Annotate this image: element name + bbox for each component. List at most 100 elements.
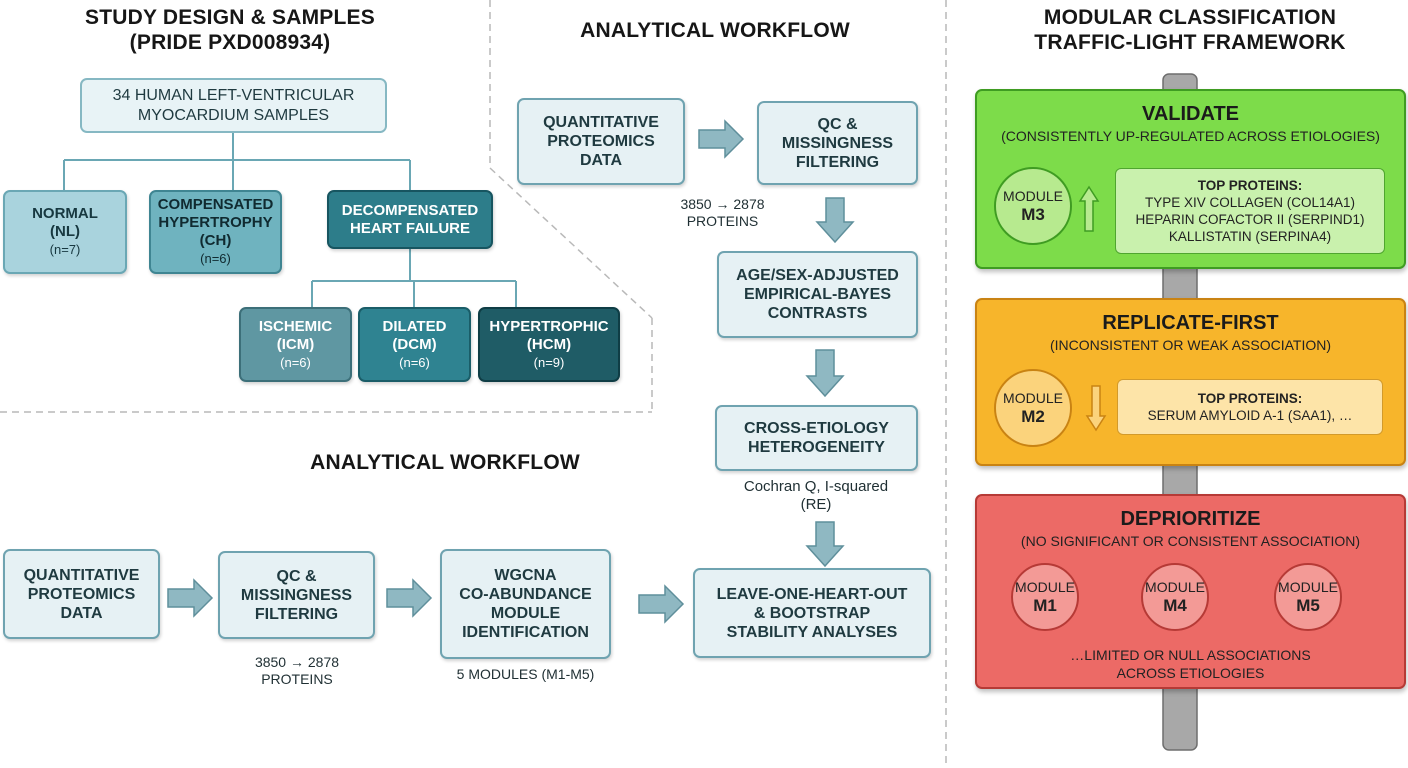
bqn-l1: 3850 → 2878 (254, 654, 340, 670)
bw-l4: IDENTIFICATION (462, 624, 589, 641)
bw-l1: WGCNA (494, 567, 557, 584)
deprioritize-title: DEPRIORITIZE (1120, 508, 1261, 530)
bqc-l2: MISSINGNESS (240, 586, 353, 604)
replicate-title: REPLICATE-FIRST (1102, 312, 1279, 334)
m1-label: MODULE (1015, 578, 1075, 595)
normal-line2: (NL) (50, 223, 80, 240)
module-m4-circle: MODULE M4 (1141, 563, 1209, 631)
module-m1-circle: MODULE M1 (1011, 563, 1079, 631)
normal-n: (n=7) (49, 242, 81, 257)
m5-id: M5 (1296, 595, 1320, 615)
divider-diagonal (489, 167, 653, 319)
bl-l1: LEAVE-ONE-HEART-OUT (716, 585, 908, 603)
bottom-qc-box: QC & MISSINGNESS FILTERING (218, 551, 375, 639)
hcm-n: (n=9) (533, 354, 565, 370)
arrow-het-to-loo (805, 521, 845, 568)
bq-l1: QUANTITATIVE (23, 566, 140, 584)
group-hypertrophic: HYPERTROPHIC (HCM) (n=9) (478, 307, 620, 382)
arrow-up-icon (1078, 185, 1100, 232)
bq-l2: PROTEOMICS (27, 585, 136, 603)
arrow-bottom-quant-to-qc (167, 578, 214, 618)
deprioritize-note: …LIMITED OR NULL ASSOCIATIONS ACROSS ETI… (977, 646, 1404, 682)
ch-line1: COMPENSATED (157, 196, 274, 213)
group-decompensated-heart-failure: DECOMPENSATED HEART FAILURE (327, 190, 493, 249)
tree-connectors (63, 133, 517, 307)
study-title-line1: STUDY DESIGN & SAMPLES (85, 6, 375, 29)
icm-line1: ISCHEMIC (258, 317, 333, 335)
fw-title-l1: MODULAR CLASSIFICATION (1043, 6, 1337, 29)
replicate-subtitle: (INCONSISTENT OR WEAK ASSOCIATION) (1049, 337, 1332, 353)
bl-l2: & BOOTSTRAP (753, 604, 871, 622)
m4-label: MODULE (1145, 578, 1205, 595)
arrow-down-icon (1085, 385, 1107, 432)
hcm-line2: (HCM) (526, 335, 572, 353)
workflow-bottom-title: ANALYTICAL WORKFLOW (310, 451, 580, 474)
tqn-l2: PROTEINS (686, 213, 759, 229)
dep-note-l1: …LIMITED OR NULL ASSOCIATIONS (1070, 647, 1311, 663)
dcm-n: (n=6) (399, 354, 430, 370)
m2-label: MODULE (1003, 389, 1063, 406)
replicate-top-proteins: TOP PROTEINS: SERUM AMYLOID A-1 (SAA1), … (1117, 379, 1383, 435)
validate-protein-2: HEPARIN COFACTOR II (SERPIND1) (1135, 212, 1365, 227)
bl-l3: STABILITY ANALYSES (726, 623, 898, 641)
panel-deprioritize: DEPRIORITIZE (NO SIGNIFICANT OR CONSISTE… (975, 494, 1406, 689)
study-title-line2: (PRIDE PXD008934) (129, 31, 331, 54)
ch-n: (n=6) (200, 251, 231, 266)
tqc-l1: QC & (817, 115, 858, 133)
bottom-quant-box: QUANTITATIVE PROTEOMICS DATA (3, 549, 160, 639)
thn-l1: Cochran Q, I-squared (743, 478, 889, 495)
tqc-l3: FILTERING (795, 153, 880, 171)
replicate-tp-header: TOP PROTEINS: (1197, 391, 1303, 406)
samples-root-box: 34 HUMAN LEFT-VENTRICULAR MYOCARDIUM SAM… (80, 78, 387, 133)
ch-line3: (CH) (199, 232, 232, 249)
root-line1: 34 HUMAN LEFT-VENTRICULAR (112, 86, 355, 104)
bqc-l3: FILTERING (254, 605, 339, 623)
arrow-top-quant-to-qc (698, 119, 745, 159)
icm-n: (n=6) (280, 354, 311, 370)
module-m3-circle: MODULE M3 (994, 167, 1072, 245)
top-eb-box: AGE/SEX-ADJUSTED EMPIRICAL-BAYES CONTRAS… (717, 251, 918, 338)
tq-l2: PROTEOMICS (547, 133, 655, 150)
icm-line2: (ICM) (276, 335, 315, 353)
tq-l1: QUANTITATIVE (543, 114, 659, 131)
root-line2: MYOCARDIUM SAMPLES (137, 106, 330, 124)
arrow-wgcna-to-loo (638, 584, 685, 624)
fw-title-l2: TRAFFIC-LIGHT FRAMEWORK (1034, 31, 1346, 54)
module-m5-circle: MODULE M5 (1274, 563, 1342, 631)
validate-top-proteins: TOP PROTEINS: TYPE XIV COLLAGEN (COL14A1… (1115, 168, 1385, 254)
dep-note-l2: ACROSS ETIOLOGIES (1116, 665, 1265, 681)
arrow-bottom-qc-to-wgcna (386, 578, 433, 618)
m1-id: M1 (1033, 595, 1057, 615)
hcm-line1: HYPERTROPHIC (489, 317, 609, 335)
validate-title: VALIDATE (1141, 103, 1240, 125)
bottom-wgcna-note: 5 MODULES (M1-M5) (456, 666, 595, 682)
arrow-top-qc-to-eb (815, 197, 855, 244)
m2-id: M2 (1021, 406, 1045, 426)
tqc-l2: MISSINGNESS (781, 134, 894, 152)
normal-line1: NORMAL (32, 205, 98, 222)
m3-label: MODULE (1003, 187, 1063, 204)
dcm-line2: (DCM) (392, 335, 437, 353)
teb-l2: EMPIRICAL-BAYES (744, 286, 891, 303)
top-qc-box: QC & MISSINGNESS FILTERING (757, 101, 918, 185)
bw-l2: CO-ABUNDANCE (459, 586, 592, 603)
dhf-line1: DECOMPENSATED (341, 201, 479, 219)
validate-protein-1: TYPE XIV COLLAGEN (COL14A1) (1144, 195, 1356, 210)
bqc-l1: QC & (276, 567, 317, 585)
teb-l1: AGE/SEX-ADJUSTED (736, 267, 899, 284)
module-m2-circle: MODULE M2 (994, 369, 1072, 447)
top-het-note: Cochran Q, I-squared (RE) (718, 478, 914, 514)
deprioritize-subtitle: (NO SIGNIFICANT OR CONSISTENT ASSOCIATIO… (1020, 533, 1361, 549)
m3-id: M3 (1021, 204, 1045, 224)
tq-l3: DATA (579, 152, 623, 169)
panel-replicate-first: REPLICATE-FIRST (INCONSISTENT OR WEAK AS… (975, 298, 1406, 466)
validate-protein-3: KALLISTATIN (SERPINA4) (1168, 229, 1332, 244)
bottom-loo-box: LEAVE-ONE-HEART-OUT & BOOTSTRAP STABILIT… (693, 568, 931, 658)
validate-tp-header: TOP PROTEINS: (1197, 178, 1303, 193)
teb-l3: CONTRASTS (767, 305, 868, 322)
group-compensated-hypertrophy: COMPENSATED HYPERTROPHY (CH) (n=6) (149, 190, 282, 274)
group-normal: NORMAL (NL) (n=7) (3, 190, 127, 274)
arrow-top-eb-to-het (805, 349, 845, 398)
m4-id: M4 (1163, 595, 1187, 615)
top-qc-note: 3850 → 2878 PROTEINS (660, 196, 785, 230)
